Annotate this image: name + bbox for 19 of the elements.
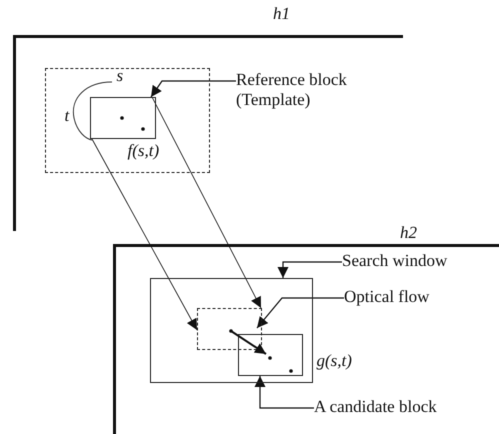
callout-label: Reference block (Template): [236, 70, 348, 110]
frame-title: h1: [273, 4, 290, 24]
leader-line: [254, 376, 314, 409]
direction-arrow: [228, 328, 270, 356]
callout-label: A candidate block: [314, 397, 438, 417]
variable-label: g(s,t): [316, 350, 352, 370]
frame-title: h2: [400, 223, 417, 243]
callout-label: Optical flow: [344, 287, 430, 307]
leader-line: [278, 261, 342, 278]
leader-line: [150, 80, 236, 98]
variable-label: s: [116, 66, 124, 86]
leader-line: [256, 297, 344, 328]
correspondence-arrow: [92, 138, 198, 330]
shifted-block: [196, 308, 262, 350]
correspondence-arrow: [152, 96, 262, 308]
callout-label: Search window: [342, 251, 448, 271]
search-area-outline: [45, 68, 210, 173]
variable-label: t: [64, 106, 70, 126]
variable-label: f(s,t): [128, 140, 160, 160]
